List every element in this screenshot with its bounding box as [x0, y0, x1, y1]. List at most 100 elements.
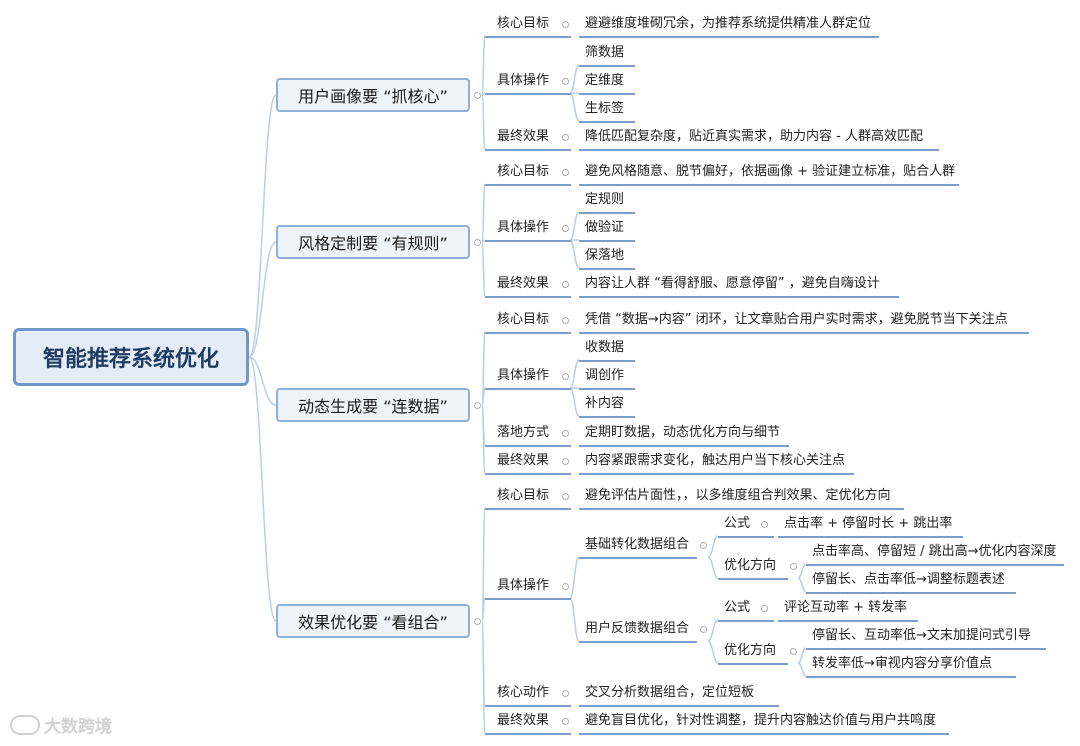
- group-label[interactable]: 用户反馈数据组合: [585, 621, 690, 636]
- collapse-toggle[interactable]: [562, 430, 569, 437]
- collapse-toggle[interactable]: [761, 605, 768, 612]
- sub-item[interactable]: 做验证: [585, 220, 625, 235]
- brand-logo-icon: [10, 714, 40, 735]
- direction-item[interactable]: 转发率低→审视内容分享价值点: [812, 656, 992, 671]
- sub-item[interactable]: 定规则: [585, 192, 625, 207]
- direction-item[interactable]: 点击率高、停留短 / 跳出高→优化内容深度: [812, 544, 1057, 559]
- collapse-toggle[interactable]: [562, 373, 569, 380]
- collapse-toggle[interactable]: [790, 648, 797, 655]
- item-label[interactable]: 具体操作: [497, 578, 550, 593]
- branch-effect-optimization[interactable]: 效果优化要 “看组合”: [276, 604, 470, 638]
- item-label[interactable]: 核心目标: [497, 488, 550, 503]
- group-label[interactable]: 基础转化数据组合: [585, 537, 690, 552]
- underline: [485, 388, 571, 390]
- underline: [485, 184, 571, 186]
- collapse-toggle[interactable]: [562, 281, 569, 288]
- underline: [485, 93, 571, 95]
- branch-dynamic-generation[interactable]: 动态生成要 “连数据”: [276, 388, 470, 422]
- direction-label[interactable]: 优化方向: [724, 643, 777, 658]
- sub-item[interactable]: 保落地: [585, 248, 625, 263]
- formula-value[interactable]: 评论互动率 + 转发率: [784, 600, 908, 615]
- collapse-toggle[interactable]: [474, 618, 481, 625]
- connector: [569, 211, 580, 241]
- item-value[interactable]: 避避维度堆砌冗余，为推荐系统提供精准人群定位: [585, 16, 872, 31]
- underline: [579, 149, 939, 151]
- sub-item[interactable]: 调创作: [585, 368, 625, 383]
- sub-item[interactable]: 定维度: [585, 73, 625, 88]
- underline: [579, 641, 697, 643]
- collapse-toggle[interactable]: [562, 134, 569, 141]
- collapse-toggle[interactable]: [474, 402, 481, 409]
- underline: [579, 212, 635, 214]
- direction-item[interactable]: 停留长、点击率低→调整标题表述: [812, 572, 1005, 587]
- collapse-toggle[interactable]: [700, 542, 707, 549]
- branch-label: 用户画像要 “抓核心”: [298, 87, 448, 106]
- underline: [485, 36, 571, 38]
- connector: [797, 563, 807, 579]
- connector: [569, 597, 580, 642]
- connector: [707, 640, 719, 664]
- collapse-toggle[interactable]: [562, 458, 569, 465]
- underline: [579, 332, 1029, 334]
- connector: [248, 356, 277, 622]
- underline: [485, 473, 571, 475]
- item-value[interactable]: 内容让人群 “看得舒服、愿意停留” ，避免自嗨设计: [585, 276, 880, 291]
- item-value[interactable]: 交叉分析数据组合，定位短板: [585, 685, 755, 700]
- item-value[interactable]: 凭借 “数据→内容” 闭环，让文章贴合用户实时需求，避免脱节当下关注点: [585, 312, 1008, 327]
- collapse-toggle[interactable]: [474, 239, 481, 246]
- direction-label[interactable]: 优化方向: [724, 558, 777, 573]
- collapse-toggle[interactable]: [790, 563, 797, 570]
- underline: [806, 648, 1046, 650]
- item-value[interactable]: 避免评估片面性，，以多维度组合判效果、定优化方向: [585, 488, 891, 503]
- collapse-toggle[interactable]: [761, 521, 768, 528]
- underline: [485, 296, 571, 298]
- item-label[interactable]: 具体操作: [497, 73, 550, 88]
- root-title: 智能推荐系统优化: [42, 347, 219, 372]
- item-label[interactable]: 具体操作: [497, 368, 550, 383]
- item-label[interactable]: 最终效果: [497, 713, 550, 728]
- item-value[interactable]: 内容紧跟需求变化，触达用户当下核心关注点: [585, 453, 846, 468]
- collapse-toggle[interactable]: [562, 21, 569, 28]
- item-label[interactable]: 核心目标: [497, 312, 550, 327]
- branch-user-profile[interactable]: 用户画像要 “抓核心”: [276, 78, 470, 112]
- collapse-toggle[interactable]: [700, 626, 707, 633]
- item-value[interactable]: 避免风格随意、脱节偏好，依据画像 + 验证建立标准，贴合人群: [585, 164, 956, 179]
- collapse-toggle[interactable]: [562, 718, 569, 725]
- sub-item[interactable]: 补内容: [585, 396, 625, 411]
- item-label[interactable]: 核心目标: [497, 164, 550, 179]
- underline: [579, 296, 899, 298]
- underline: [485, 733, 571, 735]
- item-label[interactable]: 最终效果: [497, 129, 550, 144]
- collapse-toggle[interactable]: [562, 583, 569, 590]
- formula-label[interactable]: 公式: [724, 516, 751, 531]
- collapse-toggle[interactable]: [562, 493, 569, 500]
- formula-value[interactable]: 点击率 + 停留时长 + 跳出率: [784, 516, 953, 531]
- item-value[interactable]: 避免盲目优化，针对性调整，提升内容触达价值与用户共鸣度: [585, 713, 937, 728]
- item-label[interactable]: 核心动作: [497, 685, 550, 700]
- connector: [248, 356, 277, 406]
- collapse-toggle[interactable]: [474, 92, 481, 99]
- collapse-toggle[interactable]: [562, 317, 569, 324]
- collapse-toggle[interactable]: [562, 78, 569, 85]
- underline: [806, 676, 1016, 678]
- item-label[interactable]: 落地方式: [497, 425, 550, 440]
- direction-item[interactable]: 停留长、互动率低→文末加提问式引导: [812, 628, 1031, 643]
- item-value[interactable]: 定期盯数据，动态优化方向与细节: [585, 425, 781, 440]
- connector: [707, 535, 719, 558]
- underline: [778, 620, 918, 622]
- item-value[interactable]: 降低匹配复杂度，贴近真实需求，助力内容 - 人群高效匹配: [585, 129, 923, 144]
- sub-item[interactable]: 收数据: [585, 340, 625, 355]
- formula-label[interactable]: 公式: [724, 600, 751, 615]
- sub-item[interactable]: 筛数据: [585, 45, 625, 60]
- item-label[interactable]: 具体操作: [497, 220, 550, 235]
- collapse-toggle[interactable]: [562, 690, 569, 697]
- item-label[interactable]: 核心目标: [497, 16, 550, 31]
- sub-item[interactable]: 生标签: [585, 101, 625, 116]
- collapse-toggle[interactable]: [562, 225, 569, 232]
- underline: [579, 705, 779, 707]
- collapse-toggle[interactable]: [562, 169, 569, 176]
- branch-style-custom[interactable]: 风格定制要 “有规则”: [276, 225, 470, 259]
- item-label[interactable]: 最终效果: [497, 276, 550, 291]
- item-label[interactable]: 最终效果: [497, 453, 550, 468]
- root-node[interactable]: 智能推荐系统优化: [13, 328, 249, 386]
